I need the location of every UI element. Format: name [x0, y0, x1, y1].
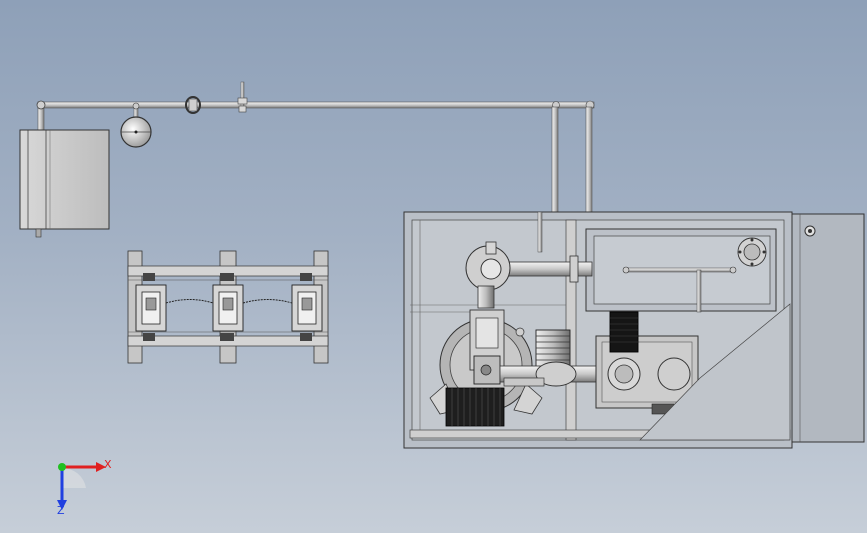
hopper-chamber[interactable]	[585, 228, 777, 313]
grinder-unit[interactable]	[429, 309, 543, 427]
top-pipe-system[interactable]	[36, 81, 595, 216]
control-cabinet[interactable]	[791, 213, 865, 443]
rail-bearing-assembly[interactable]	[127, 250, 329, 364]
y-axis-marker	[58, 463, 66, 471]
pump-motor[interactable]	[499, 329, 605, 387]
z-axis-label: Z	[57, 504, 65, 517]
pressure-gauge[interactable]	[120, 116, 152, 148]
bearing-block-right	[291, 284, 323, 332]
x-axis-label: X	[104, 458, 112, 471]
gearbox-drive[interactable]	[595, 303, 791, 441]
storage-tank[interactable]	[19, 129, 110, 238]
inlet-pipe[interactable]	[465, 211, 593, 309]
x-axis-arrowhead	[96, 462, 106, 472]
z-axis-arrowhead	[57, 500, 67, 510]
coordinate-triad: X Z	[57, 458, 112, 517]
bearing-block-middle	[212, 284, 244, 332]
bearing-block-left	[135, 284, 167, 332]
